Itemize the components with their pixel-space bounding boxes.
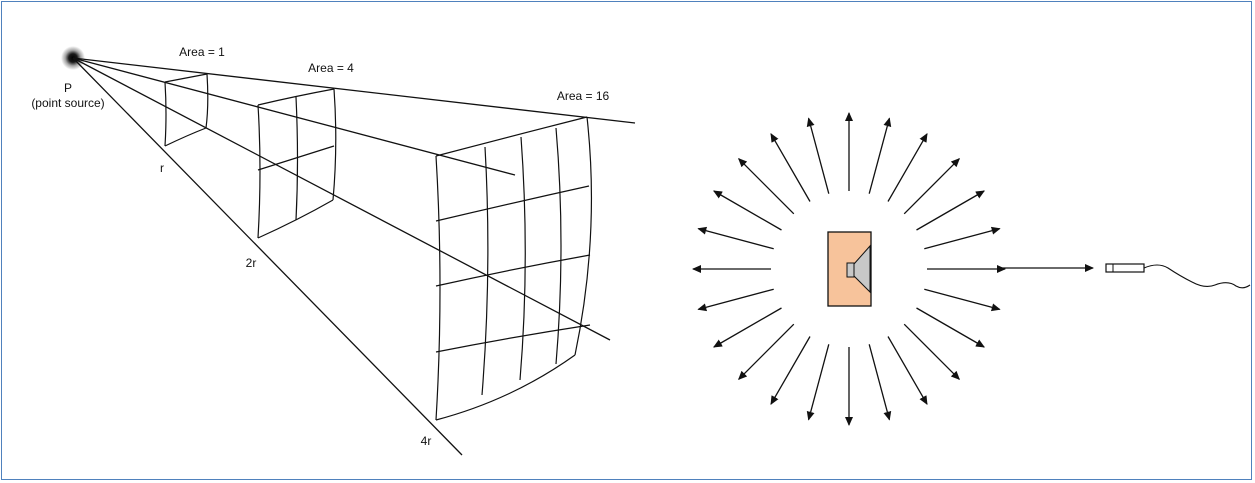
distance-label-r: r <box>160 161 164 175</box>
radiation-arrow <box>903 323 961 381</box>
radiation-arrow <box>887 133 928 202</box>
radiation-arrow <box>713 190 782 231</box>
speaker-driver-icon <box>846 262 855 278</box>
radiation-arrow <box>806 117 830 194</box>
radiation-arrow <box>868 344 892 421</box>
area-surface-4 <box>257 88 337 239</box>
radiation-arrow <box>697 288 774 312</box>
radiation-arrows <box>692 112 1006 426</box>
area-label-16: Area = 16 <box>557 89 610 103</box>
radiation-arrow <box>697 226 774 250</box>
area-surface-1 <box>164 73 209 147</box>
radiating-lines <box>72 57 636 456</box>
area-label-4: Area = 4 <box>308 61 354 75</box>
radiation-arrow <box>916 190 985 231</box>
radiation-arrow <box>868 117 892 194</box>
radiation-arrow <box>916 307 985 348</box>
radiation-arrow <box>737 157 795 215</box>
radiation-arrow <box>770 336 811 405</box>
radiation-arrow <box>713 307 782 348</box>
radiation-arrow <box>924 226 1001 250</box>
area-label-1: Area = 1 <box>179 45 225 59</box>
distance-label-2r: 2r <box>246 256 257 270</box>
radiation-arrow <box>806 344 830 421</box>
inverse-square-diagram: P (point source) Area = 1 Area = 4 Area … <box>31 45 636 456</box>
distance-label-4r: 4r <box>421 434 432 448</box>
microphone-icon <box>1105 263 1251 289</box>
radiation-arrow <box>924 288 1001 312</box>
area-surface-16 <box>435 116 593 421</box>
radiation-arrow <box>770 133 811 202</box>
source-label: P <box>64 81 72 95</box>
speaker-radiation-diagram <box>692 112 1251 426</box>
radiation-arrow <box>737 323 795 381</box>
source-sublabel: (point source) <box>31 96 104 110</box>
radiation-arrow <box>887 336 928 405</box>
radiation-arrow <box>903 157 961 215</box>
